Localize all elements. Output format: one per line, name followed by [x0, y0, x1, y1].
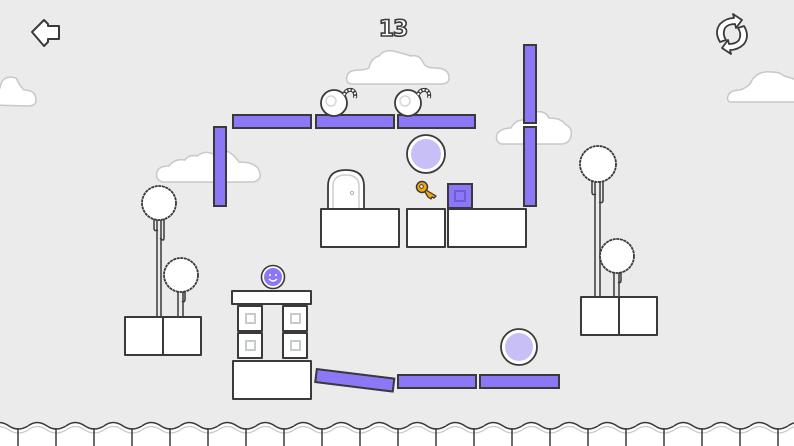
white-block	[447, 208, 527, 248]
block-inner	[290, 340, 301, 351]
level-number: 13	[378, 16, 409, 43]
purple-ball	[406, 134, 446, 174]
tree-icon	[141, 185, 177, 320]
white-block	[282, 332, 308, 359]
tree-icon	[579, 145, 617, 302]
cloud-left	[0, 76, 37, 107]
white-block	[237, 305, 263, 332]
tree-icon	[163, 257, 199, 321]
block-inner	[290, 313, 301, 324]
block-inner	[245, 313, 256, 324]
cloud-mid-left	[155, 149, 261, 183]
white-block	[580, 296, 620, 336]
restart-icon	[716, 13, 748, 55]
back-arrow-icon	[31, 19, 60, 47]
cloud-top-center	[345, 49, 450, 85]
purple-platform	[397, 114, 476, 129]
white-block	[232, 360, 312, 400]
back-button[interactable]	[30, 18, 62, 48]
white-slab	[231, 290, 312, 305]
white-block	[162, 316, 202, 356]
tree-icon	[599, 238, 635, 300]
purple-box-inner	[454, 190, 466, 202]
player-smiley[interactable]	[260, 264, 286, 290]
purple-pillar	[523, 44, 537, 124]
block-inner	[245, 340, 256, 351]
purple-platform	[315, 114, 395, 129]
white-block	[618, 296, 658, 336]
purple-platform	[397, 374, 477, 389]
purple-box	[447, 183, 473, 209]
bomb-icon	[394, 87, 432, 117]
white-block	[406, 208, 446, 248]
purple-pillar	[523, 126, 537, 207]
purple-ramp	[314, 368, 396, 393]
purple-pillar	[213, 126, 227, 207]
restart-button[interactable]	[710, 12, 754, 56]
cloud-top-right	[726, 71, 794, 103]
white-block	[282, 305, 308, 332]
purple-platform	[232, 114, 312, 129]
door-icon	[327, 169, 365, 210]
purple-platform	[479, 374, 560, 389]
bomb-icon	[320, 87, 358, 117]
white-block	[237, 332, 263, 359]
key-icon	[415, 180, 437, 200]
water-ground	[0, 420, 794, 446]
white-block	[124, 316, 164, 356]
purple-ball	[500, 328, 538, 366]
white-block	[320, 208, 400, 248]
